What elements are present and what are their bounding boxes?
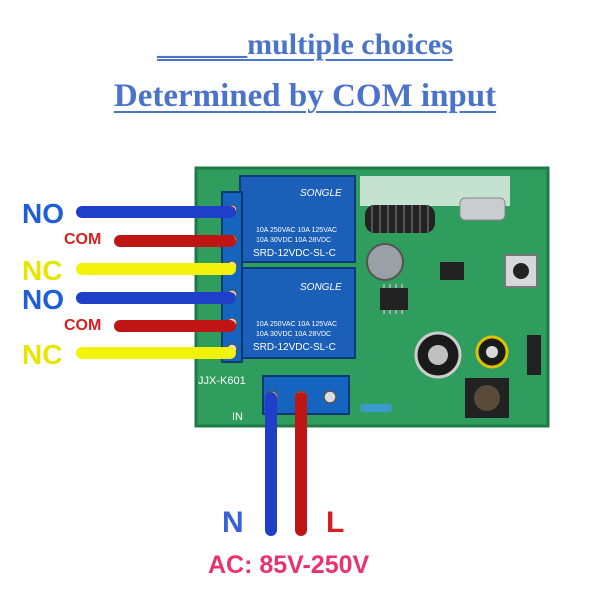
heading-multiple-choices: ______multiple choices (157, 28, 453, 61)
relay-1: SONGLE 10A 250VAC 10A 125VAC 10A 30VDC 1… (239, 175, 356, 263)
relay-2-model: SRD-12VDC-SL-C (253, 342, 336, 353)
relay-1-model: SRD-12VDC-SL-C (253, 248, 336, 259)
power-wires (265, 392, 307, 536)
relay-2: SONGLE 10A 250VAC 10A 125VAC 10A 30VDC 1… (239, 267, 356, 359)
power-label-l: L (326, 506, 345, 539)
antenna-coil (365, 205, 435, 233)
terminal-label-nc-1: NC (22, 255, 63, 286)
diode (527, 335, 541, 375)
output-terminal-block (221, 191, 243, 363)
voltage-label: AC: 85V-250V (208, 551, 370, 579)
resistor (360, 404, 392, 412)
relay-1-brand: SONGLE (300, 188, 342, 199)
inductor (366, 243, 404, 281)
capacitor-large (414, 331, 462, 379)
power-label-n: N (222, 506, 244, 539)
output-wires (76, 206, 236, 359)
terminal-label-no-1: NO (22, 198, 64, 229)
board-input-mark: IN (232, 411, 243, 423)
capacitor-small (475, 335, 509, 369)
relay-1-specs-1: 10A 250VAC 10A 125VAC (256, 227, 337, 234)
ic-chip (380, 284, 408, 314)
terminal-label-no-2: NO (22, 284, 64, 315)
terminal-label-com-2: COM (64, 317, 102, 334)
relay-1-specs-2: 10A 30VDC 10A 28VDC (256, 237, 331, 244)
relay-2-specs-2: 10A 30VDC 10A 28VDC (256, 331, 331, 338)
power-inductor (465, 378, 509, 418)
terminal-label-nc-2: NC (22, 339, 63, 370)
relay-2-brand: SONGLE (300, 282, 342, 293)
heading-determined-by-com: Determined by COM input (113, 78, 497, 114)
rf-module-crystal (459, 197, 506, 221)
ic-chip-small (440, 262, 464, 280)
relay-2-specs-1: 10A 250VAC 10A 125VAC (256, 321, 337, 328)
terminal-label-com-1: COM (64, 231, 102, 248)
push-button[interactable] (504, 254, 538, 288)
board-model-label: JJX-K601 (198, 375, 246, 387)
